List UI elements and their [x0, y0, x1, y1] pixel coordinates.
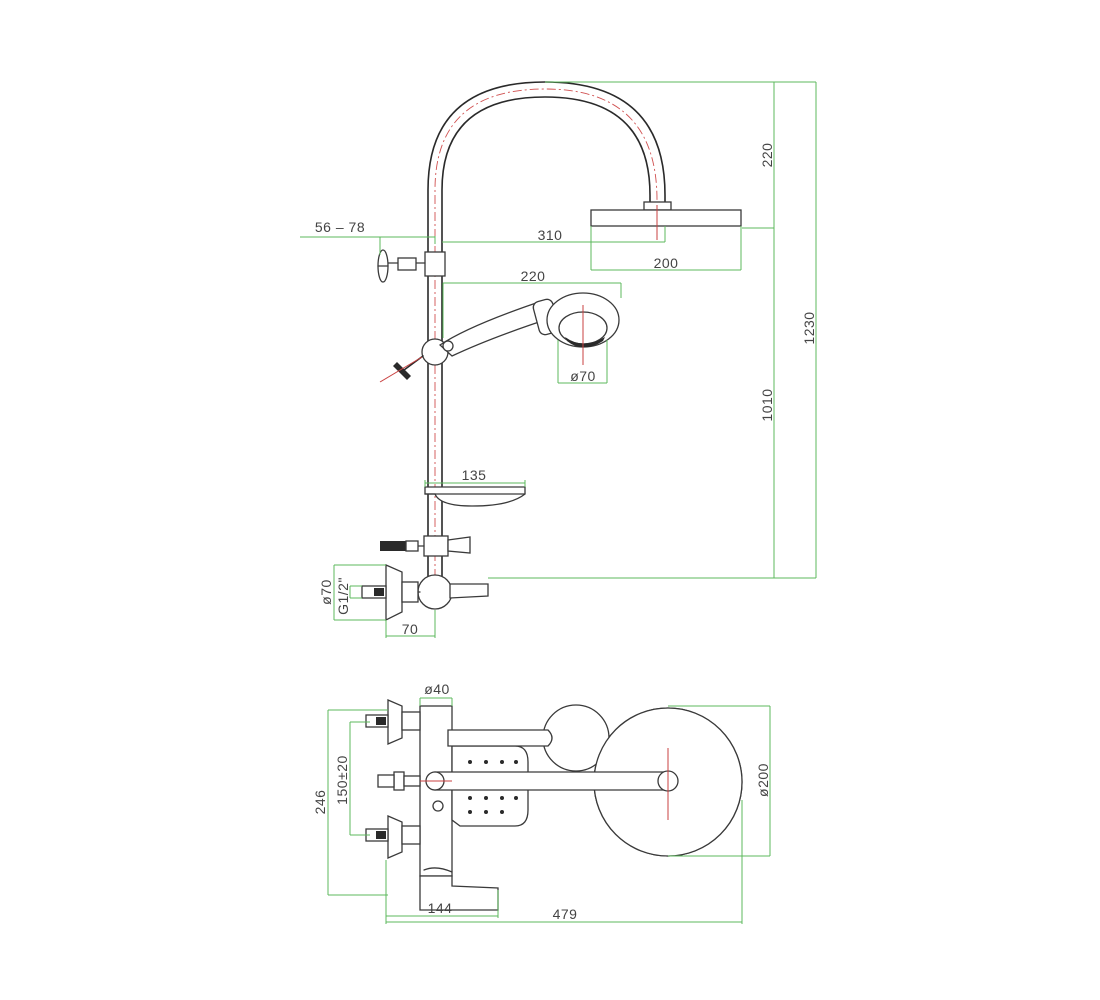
dim-height-mid: 1010	[759, 388, 775, 421]
dim-flange-diameter: ø70	[318, 579, 334, 605]
dim-hand-length: 220	[521, 268, 546, 284]
top-view-dimension-lines	[327, 697, 771, 924]
top-view	[327, 697, 771, 924]
side-view-dimension-lines	[300, 81, 817, 638]
wall-valves-plan	[365, 699, 421, 859]
dim-total-width: 479	[553, 906, 578, 922]
dim-wall-offset: 56 – 78	[315, 219, 365, 235]
dim-height-total: 1230	[801, 311, 817, 344]
dim-height-top: 220	[759, 143, 775, 168]
dim-hand-diameter: ø70	[570, 368, 596, 384]
dim-center-spacing: 150±20	[334, 755, 350, 805]
dim-spout: 144	[428, 900, 453, 916]
dim-reach: 310	[538, 227, 563, 243]
mixer-valve	[361, 564, 489, 622]
dim-head-width: 200	[654, 255, 679, 271]
soap-tray	[424, 486, 526, 507]
dim-depth: 246	[312, 790, 328, 815]
dim-tray-width: 135	[462, 467, 487, 483]
overhead-arm-plan	[434, 771, 674, 791]
dim-mixer-depth: 70	[402, 621, 419, 637]
dim-head-diameter: ø200	[755, 763, 771, 797]
hand-shower-arm-plan	[447, 729, 553, 747]
upper-wall-bracket	[377, 249, 446, 283]
overhead-shower-head	[590, 201, 742, 227]
diverter	[380, 535, 471, 557]
dim-pipe-diameter: ø40	[424, 681, 450, 697]
side-view	[300, 81, 817, 638]
dim-thread: G1/2"	[335, 577, 351, 615]
mixer-body-plan	[419, 705, 453, 877]
dimension-labels: 220 1230 1010 310 56 – 78 200 220 ø70 13…	[312, 143, 817, 922]
hand-shower	[379, 292, 620, 383]
